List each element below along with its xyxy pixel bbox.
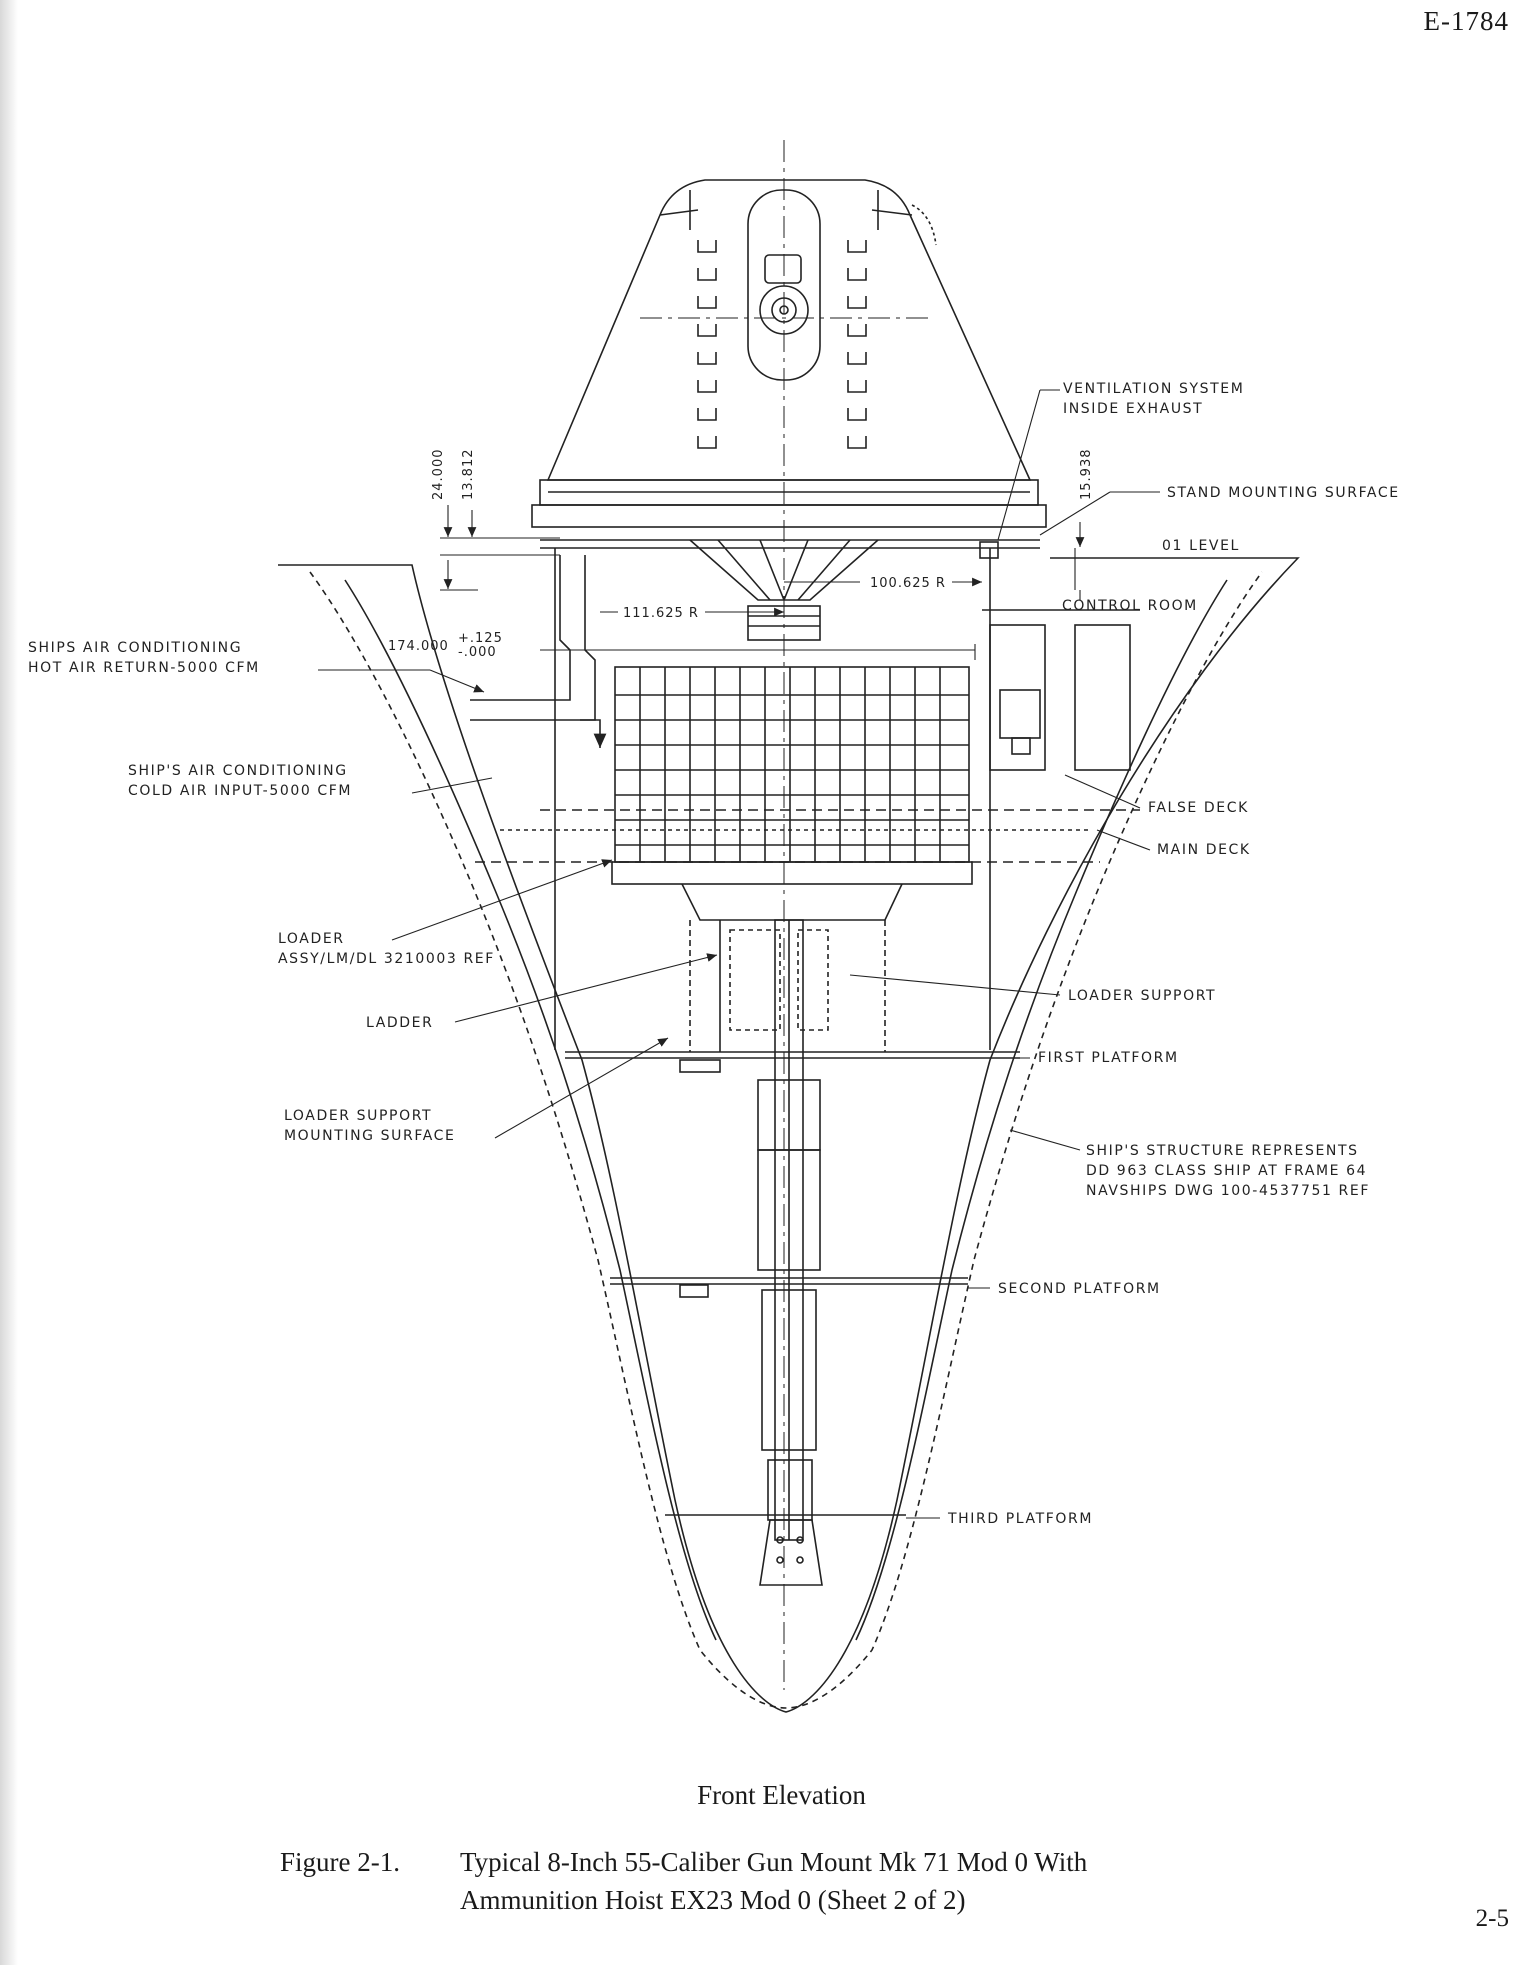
- label-ships-structure-3: NAVSHIPS DWG 100-4537751 REF: [1086, 1183, 1370, 1199]
- dim-13812: 13.812: [461, 449, 476, 501]
- label-second-platform: SECOND PLATFORM: [998, 1281, 1161, 1297]
- figure-title-line2: Ammunition Hoist EX23 Mod 0 (Sheet 2 of …: [460, 1885, 966, 1915]
- label-loader-support-mounting-2: MOUNTING SURFACE: [284, 1128, 455, 1144]
- label-ladder: LADDER: [366, 1015, 433, 1031]
- label-ventilation-system: VENTILATION SYSTEM: [1063, 381, 1244, 397]
- label-control-room: CONTROL ROOM: [1062, 598, 1198, 614]
- label-cold-air-input-2: COLD AIR INPUT-5000 CFM: [128, 783, 352, 799]
- ammunition-hoist-trunk: [689, 919, 886, 1586]
- label-loader-support: LOADER SUPPORT: [1068, 988, 1216, 1004]
- label-inside-exhaust: INSIDE EXHAUST: [1063, 401, 1203, 417]
- dimension-labels: 24.000 13.812 15.938 111.625 R 100.625 R…: [388, 449, 1094, 661]
- label-ships-structure-1: SHIP'S STRUCTURE REPRESENTS: [1086, 1143, 1359, 1159]
- dim-24000: 24.000: [431, 449, 446, 501]
- label-hot-air-return-2: HOT AIR RETURN-5000 CFM: [28, 660, 260, 676]
- label-false-deck: FALSE DECK: [1148, 800, 1249, 816]
- view-title: Front Elevation: [697, 1780, 866, 1810]
- label-stand-mounting-surface: STAND MOUNTING SURFACE: [1167, 485, 1400, 501]
- dim-tolerance-minus: -.000: [458, 645, 497, 660]
- label-cold-air-input-1: SHIP'S AIR CONDITIONING: [128, 763, 348, 779]
- figure-title-line1: Typical 8-Inch 55-Caliber Gun Mount Mk 7…: [460, 1847, 1088, 1877]
- label-hot-air-return-1: SHIPS AIR CONDITIONING: [28, 640, 242, 656]
- dim-100625r: 100.625 R: [870, 576, 946, 591]
- label-third-platform: THIRD PLATFORM: [947, 1511, 1093, 1527]
- label-main-deck: MAIN DECK: [1157, 842, 1251, 858]
- label-loader: LOADER: [278, 931, 345, 947]
- dim-111625r: 111.625 R: [623, 606, 699, 621]
- page-number: 2-5: [1475, 1905, 1509, 1932]
- dim-tolerance-plus: +.125: [458, 631, 503, 646]
- dim-15938: 15.938: [1079, 449, 1094, 501]
- ship-hull-structure: [278, 557, 1300, 1713]
- loader-drum-assembly: [611, 666, 973, 921]
- label-loader-ref: ASSY/LM/DL 3210003 REF: [278, 951, 495, 967]
- turret-shield: [531, 179, 1047, 528]
- figure-number: Figure 2-1.: [280, 1847, 400, 1877]
- label-ships-structure-2: DD 963 CLASS SHIP AT FRAME 64: [1086, 1163, 1367, 1179]
- label-loader-support-mounting-1: LOADER SUPPORT: [284, 1108, 432, 1124]
- label-01-level: 01 LEVEL: [1162, 538, 1240, 554]
- right-callout-labels: VENTILATION SYSTEM INSIDE EXHAUST STAND …: [947, 381, 1400, 1527]
- document-number: E-1784: [1423, 6, 1509, 36]
- label-first-platform: FIRST PLATFORM: [1038, 1050, 1179, 1066]
- figure-caption: Figure 2-1. Typical 8-Inch 55-Caliber Gun…: [280, 1843, 1320, 1919]
- turret-vent-slots-left: [697, 240, 717, 449]
- page-edge-shadow: [0, 0, 18, 1965]
- centerlines: [640, 140, 930, 1690]
- turret-vent-slots-right: [847, 240, 867, 449]
- leader-lines: [318, 389, 1160, 1519]
- left-callout-labels: SHIPS AIR CONDITIONING HOT AIR RETURN-50…: [28, 640, 495, 1144]
- deck-lines: [475, 809, 1140, 1516]
- dimension-lines: [440, 505, 1085, 660]
- control-room-equipment: [982, 609, 1140, 771]
- dim-174000: 174.000: [388, 639, 449, 654]
